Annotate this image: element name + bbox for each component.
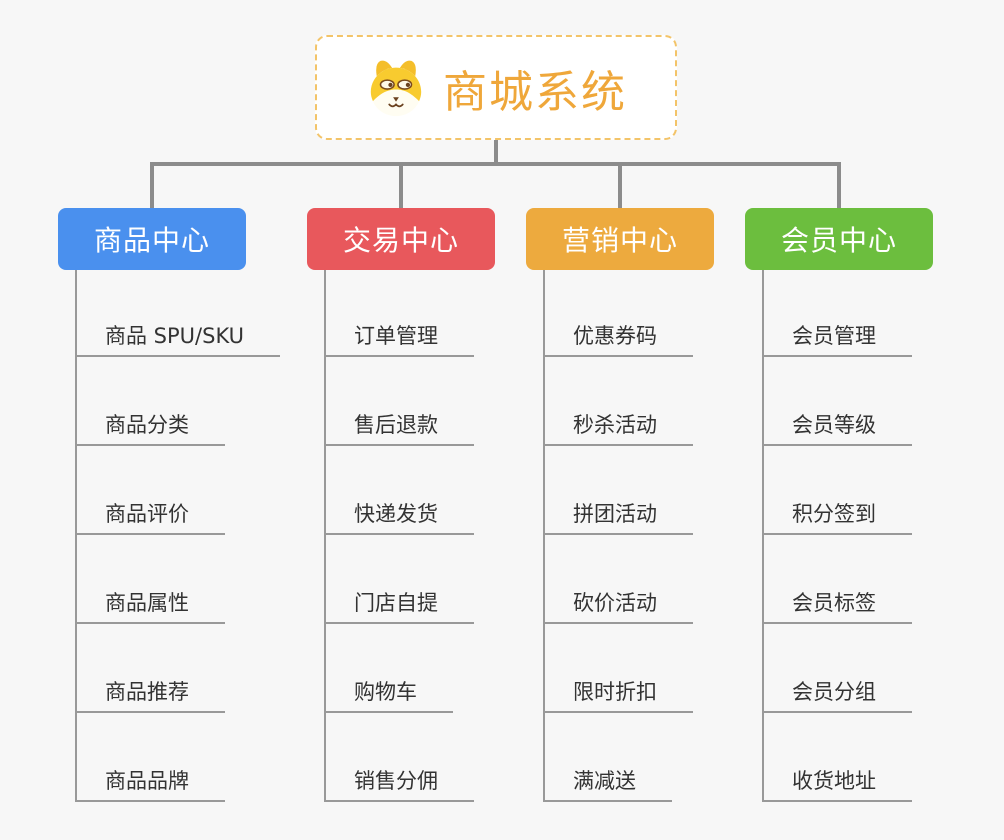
branch-label: 营销中心 bbox=[561, 224, 678, 257]
child-topic[interactable]: 收货地址 bbox=[762, 760, 912, 802]
child-topic[interactable]: 会员标签 bbox=[762, 582, 912, 624]
child-topic-label: 拼团活动 bbox=[573, 502, 657, 526]
child-topic[interactable]: 优惠券码 bbox=[543, 315, 693, 357]
child-topic-label: 积分签到 bbox=[792, 502, 876, 526]
branch-spine bbox=[324, 270, 326, 802]
connector-branch-stub bbox=[618, 166, 622, 210]
connector-branch-stub bbox=[150, 166, 154, 210]
connector-branch-stub bbox=[399, 166, 403, 210]
child-topic[interactable]: 满减送 bbox=[543, 760, 672, 802]
child-topic-label: 售后退款 bbox=[354, 413, 438, 437]
child-topic[interactable]: 会员管理 bbox=[762, 315, 912, 357]
child-topic[interactable]: 商品推荐 bbox=[75, 671, 225, 713]
child-topic-label: 会员标签 bbox=[792, 591, 876, 615]
branch-node-marketing-center[interactable]: 营销中心 bbox=[526, 208, 714, 270]
child-topic-label: 商品品牌 bbox=[105, 769, 189, 793]
root-node[interactable]: 商城系统 bbox=[315, 35, 677, 140]
child-topic-label: 订单管理 bbox=[354, 324, 438, 348]
branch-label: 会员中心 bbox=[780, 224, 897, 257]
child-topic-label: 限时折扣 bbox=[573, 680, 657, 704]
child-topic[interactable]: 砍价活动 bbox=[543, 582, 693, 624]
child-topic[interactable]: 商品 SPU/SKU bbox=[75, 315, 281, 357]
root-title: 商城系统 bbox=[443, 66, 627, 118]
branch-label: 商品中心 bbox=[93, 224, 210, 257]
child-topic-label: 购物车 bbox=[354, 680, 417, 704]
branch-spine bbox=[75, 270, 77, 802]
child-topic[interactable]: 积分签到 bbox=[762, 493, 912, 535]
child-topic[interactable]: 拼团活动 bbox=[543, 493, 693, 535]
child-topic[interactable]: 快递发货 bbox=[324, 493, 474, 535]
child-topic-label: 商品属性 bbox=[105, 591, 189, 615]
child-topic-label: 商品推荐 bbox=[105, 680, 189, 704]
child-topic[interactable]: 会员分组 bbox=[762, 671, 912, 713]
child-topic-label: 会员等级 bbox=[792, 413, 876, 437]
child-topic[interactable]: 商品分类 bbox=[75, 404, 225, 446]
branch-spine bbox=[762, 270, 764, 802]
child-topic[interactable]: 售后退款 bbox=[324, 404, 474, 446]
child-topic-label: 秒杀活动 bbox=[573, 413, 657, 437]
child-topic[interactable]: 会员等级 bbox=[762, 404, 912, 446]
child-topic[interactable]: 销售分佣 bbox=[324, 760, 474, 802]
child-topic-label: 商品 SPU/SKU bbox=[105, 324, 245, 348]
child-topic[interactable]: 商品评价 bbox=[75, 493, 225, 535]
child-topic-label: 销售分佣 bbox=[354, 769, 438, 793]
branch-spine bbox=[543, 270, 545, 802]
child-topic-label: 会员分组 bbox=[792, 680, 876, 704]
connector-root-stub bbox=[494, 140, 498, 164]
branch-node-trade-center[interactable]: 交易中心 bbox=[307, 208, 495, 270]
child-topic-label: 商品分类 bbox=[105, 413, 189, 437]
child-topic-label: 砍价活动 bbox=[573, 591, 657, 615]
child-topic[interactable]: 门店自提 bbox=[324, 582, 474, 624]
child-topic-label: 会员管理 bbox=[792, 324, 876, 348]
child-topic[interactable]: 购物车 bbox=[324, 671, 453, 713]
branch-node-member-center[interactable]: 会员中心 bbox=[745, 208, 933, 270]
child-topic[interactable]: 订单管理 bbox=[324, 315, 474, 357]
connector-branch-stub bbox=[837, 166, 841, 210]
child-topic[interactable]: 秒杀活动 bbox=[543, 404, 693, 446]
child-topic-label: 满减送 bbox=[573, 769, 636, 793]
child-topic-label: 门店自提 bbox=[354, 591, 438, 615]
branch-node-product-center[interactable]: 商品中心 bbox=[58, 208, 246, 270]
dog-face-icon bbox=[370, 60, 422, 116]
child-topic-label: 快递发货 bbox=[354, 502, 438, 526]
child-topic[interactable]: 商品品牌 bbox=[75, 760, 225, 802]
child-topic-label: 商品评价 bbox=[105, 502, 189, 526]
connector-horizontal-bus bbox=[150, 162, 841, 166]
child-topic-label: 收货地址 bbox=[792, 769, 876, 793]
branch-label: 交易中心 bbox=[342, 224, 459, 257]
child-topic[interactable]: 限时折扣 bbox=[543, 671, 693, 713]
child-topic-label: 优惠券码 bbox=[573, 324, 657, 348]
child-topic[interactable]: 商品属性 bbox=[75, 582, 225, 624]
